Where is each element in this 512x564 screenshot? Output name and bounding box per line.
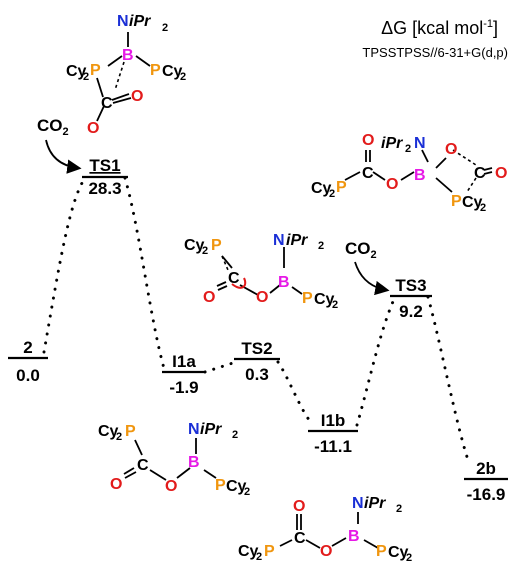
svg-text:2: 2 <box>406 552 412 564</box>
svg-text:O: O <box>165 478 177 495</box>
svg-text:2: 2 <box>83 71 89 83</box>
value-2b: -16.9 <box>467 485 506 504</box>
svg-text:N: N <box>117 13 129 30</box>
svg-text:Cy: Cy <box>462 194 483 211</box>
label-2: 2 <box>23 338 32 357</box>
svg-text:2: 2 <box>396 503 402 515</box>
svg-text:C: C <box>474 165 486 182</box>
svg-text:N: N <box>352 495 364 512</box>
svg-text:O: O <box>386 176 398 193</box>
co2-arrow-1 <box>45 139 82 174</box>
svg-text:B: B <box>122 47 134 64</box>
svg-text:P: P <box>336 179 347 196</box>
svg-text:C: C <box>137 457 149 474</box>
value-ts2: 0.3 <box>245 365 269 384</box>
svg-text:2: 2 <box>180 71 186 83</box>
structure-i1a: Cy 2 P C O O B N iPr 2 P Cy 2 <box>98 421 250 498</box>
svg-text:iPr: iPr <box>129 13 151 30</box>
co2-arrow-2 <box>354 261 390 296</box>
svg-text:C: C <box>228 270 240 287</box>
svg-text:O: O <box>320 543 332 560</box>
svg-text:2: 2 <box>244 486 250 498</box>
svg-text:P: P <box>215 477 226 494</box>
svg-text:iPr: iPr <box>200 421 222 438</box>
svg-text:2: 2 <box>318 240 324 252</box>
svg-text:iPr: iPr <box>286 232 308 249</box>
svg-text:Cy: Cy <box>238 543 259 560</box>
svg-text:P: P <box>451 193 462 210</box>
svg-text:O: O <box>445 141 457 158</box>
svg-text:Cy: Cy <box>314 291 335 308</box>
header-title: ΔG [kcal mol-1] <box>381 18 498 38</box>
svg-text:B: B <box>414 167 426 184</box>
value-ts3: 9.2 <box>399 302 423 321</box>
svg-text:P: P <box>90 62 101 79</box>
svg-text:P: P <box>302 290 313 307</box>
svg-text:P: P <box>211 237 222 254</box>
value-2: 0.0 <box>16 366 40 385</box>
svg-text:O: O <box>495 165 507 182</box>
structure-ts3: iPr 2 N B O O C Cy 2 P O C O P Cy 2 <box>311 132 507 214</box>
label-i1a: I1a <box>172 352 196 371</box>
svg-text:O: O <box>110 476 122 493</box>
svg-text:Cy: Cy <box>184 237 205 254</box>
svg-text:O: O <box>256 289 268 306</box>
svg-text:Cy: Cy <box>226 478 247 495</box>
svg-text:2: 2 <box>116 431 122 443</box>
label-ts3: TS3 <box>395 276 426 295</box>
svg-text:C: C <box>362 165 374 182</box>
svg-text:Cy: Cy <box>311 180 332 197</box>
svg-text:Cy: Cy <box>98 423 119 440</box>
svg-text:2: 2 <box>480 202 486 214</box>
svg-text:C: C <box>294 530 306 547</box>
value-i1a: -1.9 <box>169 378 198 397</box>
svg-text:2: 2 <box>329 188 335 200</box>
svg-text:O: O <box>87 120 99 137</box>
label-ts1: TS1 <box>89 156 120 175</box>
svg-text:N: N <box>273 232 285 249</box>
svg-text:iPr: iPr <box>381 135 403 152</box>
svg-text:Cy: Cy <box>388 544 409 561</box>
svg-text:Cy: Cy <box>66 63 87 80</box>
svg-text:N: N <box>414 135 426 152</box>
svg-text:2: 2 <box>232 429 238 441</box>
svg-text:2: 2 <box>332 299 338 311</box>
svg-text:B: B <box>348 528 360 545</box>
svg-text:B: B <box>278 274 290 291</box>
value-i1b: -11.1 <box>314 437 352 456</box>
structure-ts2: Cy 2 P C O O B N iPr 2 P Cy 2 <box>184 232 338 311</box>
svg-text:O: O <box>203 289 215 306</box>
svg-text:P: P <box>150 62 161 79</box>
structure-ts1: N iPr 2 B Cy 2 P P Cy 2 C O O <box>66 13 186 137</box>
label-ts2: TS2 <box>241 339 272 358</box>
svg-text:2: 2 <box>162 22 168 34</box>
svg-text:P: P <box>264 543 275 560</box>
structure-i1b: O C Cy 2 P O B N iPr 2 P Cy 2 <box>238 495 412 564</box>
svg-text:2: 2 <box>405 143 411 155</box>
svg-text:iPr: iPr <box>364 495 386 512</box>
svg-text:P: P <box>376 543 387 560</box>
reaction-path <box>42 176 470 462</box>
svg-text:O: O <box>293 498 305 515</box>
svg-text:O: O <box>131 88 143 105</box>
svg-text:2: 2 <box>202 245 208 257</box>
co2-reagent-1: CO2 <box>37 116 69 138</box>
co2-reagent-2: CO2 <box>345 239 377 261</box>
svg-text:Cy: Cy <box>162 63 183 80</box>
svg-text:C: C <box>101 95 113 112</box>
label-i1b: I1b <box>321 411 346 430</box>
svg-text:O: O <box>362 132 374 149</box>
svg-text:N: N <box>188 421 200 438</box>
svg-text:2: 2 <box>256 551 262 563</box>
label-2b: 2b <box>476 459 496 478</box>
svg-text:P: P <box>125 423 136 440</box>
value-ts1: 28.3 <box>88 179 121 198</box>
svg-text:B: B <box>188 454 200 471</box>
method-label: TPSSTPSS//6-31+G(d,p) <box>362 45 508 60</box>
